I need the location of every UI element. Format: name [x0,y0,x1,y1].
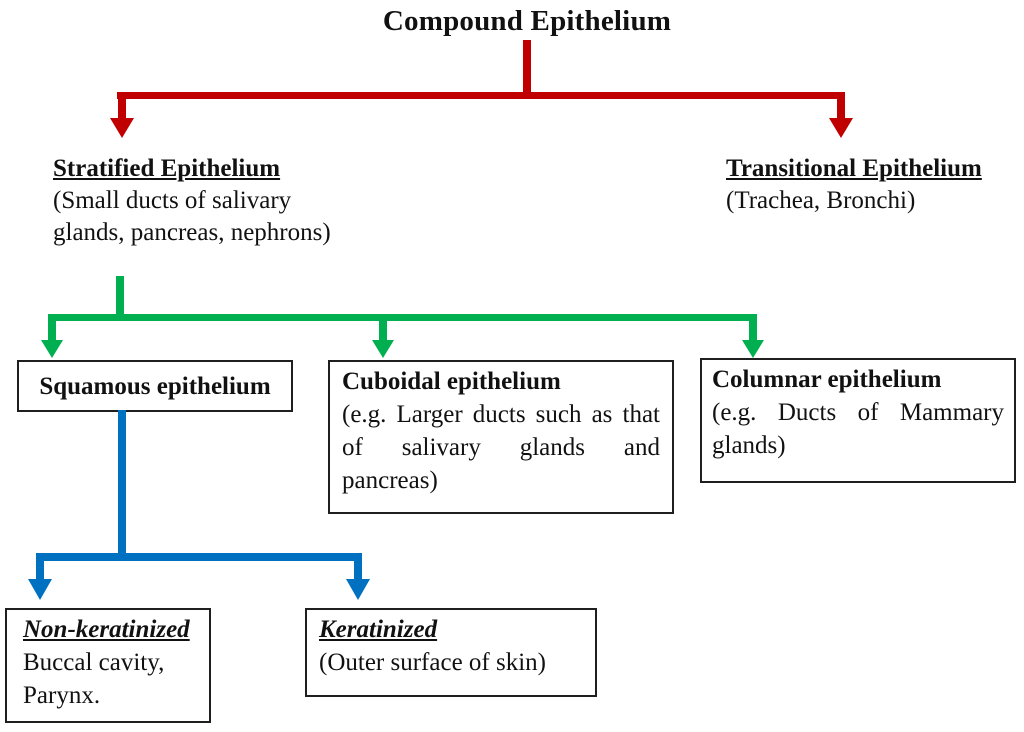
transitional-heading: Transitional Epithelium [726,155,982,182]
non-keratinized-heading: Non-keratinized [23,616,190,643]
columnar-description: (e.g. Ducts of Mammary glands) [712,399,1004,459]
down-arrow-icon [110,118,134,138]
stratified-heading: Stratified Epithelium [53,155,281,182]
node-transitional-epithelium: Transitional Epithelium (Trachea, Bronch… [726,153,1018,217]
down-arrow-icon [41,340,63,358]
diagram-title: Compound Epithelium [382,5,672,37]
connector-level3-bar [36,553,362,561]
down-arrow-icon [28,579,52,600]
connector-level2-stub-3 [749,314,757,342]
connector-level1-bar [117,92,845,99]
connector-level1-left-stub [118,92,126,120]
connector-stratified-stem [116,276,124,321]
squamous-heading: Squamous epithelium [39,372,271,400]
connector-squamous-stem [118,410,126,557]
connector-level3-stub-2 [354,553,362,581]
transitional-description: (Trachea, Bronchi) [726,187,916,214]
non-keratinized-description: Buccal cavity, Parynx. [23,649,165,709]
down-arrow-icon [829,118,853,138]
connector-level3-stub-1 [36,553,44,581]
cuboidal-description: (e.g. Larger ducts such as that of saliv… [342,401,660,494]
box-non-keratinized: Non-keratinized Buccal cavity, Parynx. [5,608,211,723]
connector-level2-bar [48,314,757,321]
box-cuboidal-epithelium: Cuboidal epithelium (e.g. Larger ducts s… [328,360,674,514]
connector-level2-stub-1 [48,314,56,342]
down-arrow-icon [372,340,394,358]
box-squamous-epithelium: Squamous epithelium [17,360,293,412]
down-arrow-icon [346,579,370,600]
keratinized-description: (Outer surface of skin) [319,649,546,676]
keratinized-heading: Keratinized [319,616,438,643]
stratified-description: (Small ducts of salivary glands, pancrea… [53,187,331,246]
down-arrow-icon [742,340,764,358]
connector-level1-right-stub [837,92,845,120]
cuboidal-heading: Cuboidal epithelium [342,368,561,395]
columnar-heading: Columnar epithelium [712,366,942,393]
box-keratinized: Keratinized (Outer surface of skin) [305,608,597,697]
connector-level2-stub-2 [379,314,387,342]
connector-root-stem [523,40,531,96]
box-columnar-epithelium: Columnar epithelium (e.g. Ducts of Mamma… [700,358,1016,483]
node-stratified-epithelium: Stratified Epithelium (Small ducts of sa… [53,153,338,249]
